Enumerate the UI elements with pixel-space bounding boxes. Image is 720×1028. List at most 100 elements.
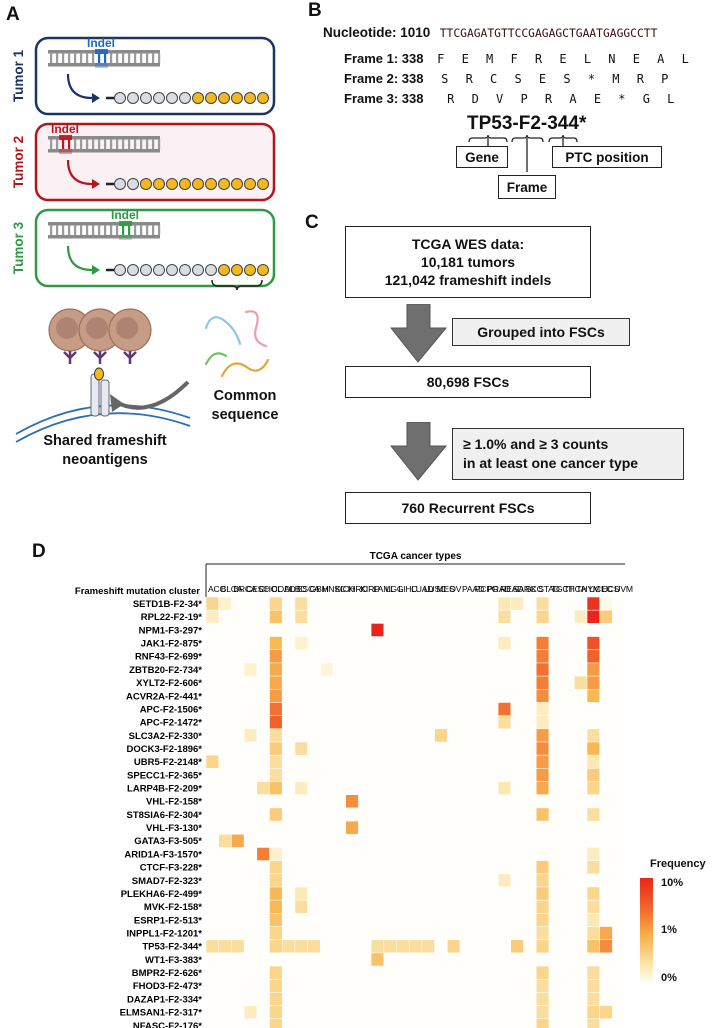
heatmap-cell [600,597,613,610]
panel-a-label: A [6,4,20,25]
heatmap-cell [536,676,549,689]
column-label: BRCA [233,584,257,594]
panel-b-label: B [308,0,322,21]
heatmap-cell [269,610,282,624]
column-label: UVM [614,584,633,594]
amino-acid [231,264,243,276]
cell-nucleus [116,317,138,339]
heatmap-cell [498,702,511,716]
heatmap-cell [295,939,308,953]
row-label: UBR5-F2-2148* [134,757,202,768]
row-label: LARP4B-F2-209* [127,784,202,795]
peptide-squiggle [204,316,242,346]
heatmap-cell [587,755,600,769]
amino-acid [179,92,191,104]
frame-box: Frame [498,175,556,199]
row-label: APC-F2-1506* [140,704,203,715]
heatmap-cell [269,1019,282,1028]
column-label: SKC [526,584,543,594]
heatmap-cell [269,702,282,716]
heatmap-cell [587,597,600,610]
heatmap-cell [269,663,282,676]
heatmap-cell [536,768,549,782]
heatmap-cell [371,953,384,966]
column-label: BLCA [221,584,243,594]
dna-strand-bottom [48,63,160,67]
heatmap-cell [269,992,282,1006]
neoantigen-peptide-icon [94,367,104,381]
down-arrow-2 [390,422,448,481]
heatmap-cell [257,781,270,795]
legend-tick-low: 0% [661,972,677,984]
panel-c-label: C [305,212,319,233]
heatmap-cell [574,610,587,624]
heatmap-cell [536,1005,549,1019]
frame-3-aa: R D V P R A E * G L [447,92,675,106]
row-label: CTCF-F3-228* [140,863,203,874]
nucleotide-row: Nucleotide: 1010 TTCGAGATGTTCCGAGAGCTGAA… [323,24,657,42]
amino-acid [218,92,230,104]
tumor-name: Tumor 3 [11,221,26,274]
heatmap-cell [346,821,359,834]
heatmap-cell [498,597,511,610]
dna-rung [158,139,161,149]
cell-nucleus [86,317,108,339]
frame-2-label: Frame 2: 338 [344,71,424,86]
row-label: JAK1-F2-875* [141,639,203,650]
fsc-count-box: 80,698 FSCs [345,366,591,398]
heatmap-cell [587,887,600,900]
tumor-name: Tumor 1 [11,49,26,102]
heatmap-cell [269,650,282,663]
dna-rung [86,53,89,63]
frame-1-aa: F E M F R E L N E A L [437,52,689,66]
column-label: READ [500,584,523,594]
dna-rung [122,139,125,149]
heatmap-cell [269,926,282,940]
heatmap-cell [536,742,549,755]
heatmap-cell [206,610,219,624]
dna-rung [62,53,65,63]
heatmap-cell [600,610,613,624]
peptide-squiggles [204,310,270,378]
heatmap-cell [536,900,549,914]
heatmap-cell [269,742,282,755]
frame-3-label: Frame 3: 338 [344,91,424,106]
amino-acid [257,264,269,276]
heatmap-cell [269,808,282,821]
heatmap-cell [269,768,282,782]
row-label: XYLT2-F2-606* [136,678,202,689]
amino-acid [127,92,139,104]
filter-step-box: ≥ 1.0% and ≥ 3 counts in at least one ca… [452,428,684,480]
amino-acid [114,264,126,276]
heatmap-cell [269,729,282,742]
heatmap-cell [600,939,613,953]
dna-rung [140,53,143,63]
receptor-icon [63,351,77,364]
dna-rung [122,53,125,63]
amino-acid [127,178,139,190]
dna-rung [98,225,101,235]
dna-rung [92,53,95,63]
nucleotide-label: Nucleotide: 1010 [323,25,431,40]
heatmap-cell [587,1019,600,1028]
amino-acid [153,178,165,190]
heatmap-cell [600,926,613,940]
heatmap-cell [244,1005,257,1019]
dna-rung [86,225,89,235]
heatmap-cell [269,715,282,729]
dna-rung [110,53,113,63]
heatmap-cell [244,663,257,676]
heatmap-cell [536,966,549,979]
cell-nucleus [56,317,78,339]
amino-acid [205,178,217,190]
amino-acid [244,264,256,276]
dna-rung [140,225,143,235]
row-label: ACVR2A-F2-441* [126,691,202,702]
row-label: ST8SIA6-F2-304* [126,810,202,821]
row-label: BMPR2-F2-626* [132,968,203,979]
row-label: SETD1B-F2-34* [133,599,202,610]
